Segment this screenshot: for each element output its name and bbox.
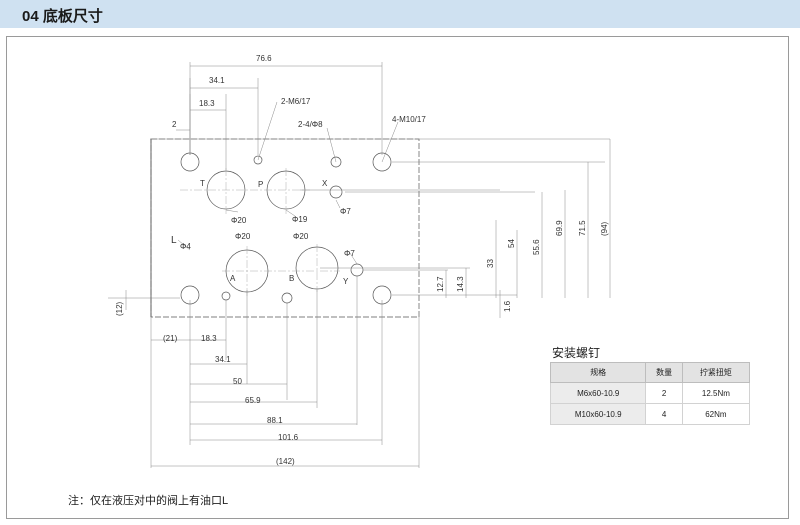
col-torque: 拧紧扭矩: [681, 362, 751, 383]
phi20-b: Φ20: [293, 232, 309, 241]
dim-50: 50: [233, 377, 242, 386]
phi20-a: Φ20: [235, 232, 251, 241]
cell-spec: M10x60-10.9: [549, 403, 647, 425]
phi20-t: Φ20: [231, 216, 247, 225]
thread-m10-label: 4-M10/17: [392, 115, 426, 124]
dim-14-3: 14.3: [456, 276, 465, 292]
dim-18-3-top: 18.3: [199, 99, 215, 108]
col-qty: 数量: [645, 362, 683, 383]
port-x: X: [322, 179, 328, 188]
port-a: A: [230, 274, 236, 283]
footnote: 注：仅在液压对中的阀上有油口L: [68, 495, 229, 507]
dim-1-6: 1.6: [503, 300, 512, 312]
port-l: L: [171, 235, 177, 246]
port-y: Y: [343, 277, 349, 286]
cell-spec: M6x60-10.9: [549, 382, 647, 404]
phi19-p: Φ19: [292, 215, 308, 224]
dim-94: (94): [600, 221, 609, 236]
dim-88-1: 88.1: [267, 416, 283, 425]
col-spec: 规格: [549, 362, 647, 383]
phi4-l: Φ4: [180, 242, 191, 251]
section-header: 04 底板尺寸: [0, 0, 800, 28]
torque-table-title: 安装螺钉: [552, 346, 601, 360]
dim-34-1-top: 34.1: [209, 76, 225, 85]
dim-18-3-bottom: 18.3: [201, 334, 217, 343]
port-p: P: [258, 180, 263, 189]
dim-55-6: 55.6: [532, 239, 541, 255]
dim-142: (142): [276, 457, 295, 466]
dim-54: 54: [507, 239, 516, 248]
phi7-x: Φ7: [340, 207, 351, 216]
table-header-row: 规格 数量 拧紧扭矩: [549, 362, 751, 383]
dim-33: 33: [486, 259, 495, 268]
dim-71-5: 71.5: [578, 220, 587, 236]
cell-torque: 62Nm: [681, 403, 751, 425]
hole-phi8-label: 2-4/Φ8: [298, 120, 323, 129]
port-t: T: [200, 179, 205, 188]
table-row: M10x60-10.9 4 62Nm: [549, 403, 751, 425]
thread-m6-label: 2-M6/17: [281, 97, 311, 106]
dim-12: (12): [115, 301, 124, 316]
phi7-y: Φ7: [344, 249, 355, 258]
port-b: B: [289, 274, 294, 283]
cell-qty: 2: [645, 382, 683, 404]
cell-qty: 4: [645, 403, 683, 425]
dim-65-9: 65.9: [245, 396, 261, 405]
cell-torque: 12.5Nm: [681, 382, 751, 404]
plate-outline: [150, 138, 420, 318]
dim-34-1-bottom: 34.1: [215, 355, 231, 364]
torque-table: 规格 数量 拧紧扭矩 M6x60-10.9 2 12.5Nm M10x60-10…: [549, 362, 751, 425]
dim-69-9: 69.9: [555, 220, 564, 236]
dim-101-6: 101.6: [278, 433, 299, 442]
section-title: 04 底板尺寸: [22, 8, 103, 25]
drawing-frame: [6, 36, 789, 519]
dim-76-6: 76.6: [256, 54, 272, 63]
dim-12-7: 12.7: [436, 276, 445, 292]
dim-2: 2: [172, 120, 177, 129]
dim-21: (21): [163, 334, 178, 343]
table-row: M6x60-10.9 2 12.5Nm: [549, 382, 751, 404]
